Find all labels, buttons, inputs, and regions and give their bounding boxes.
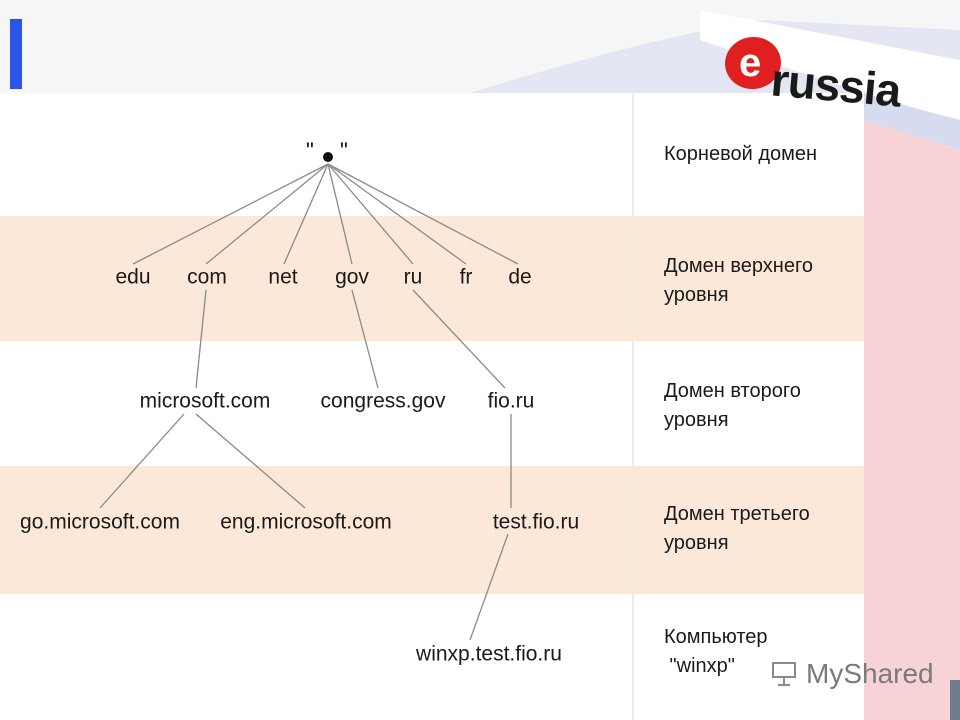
- root-quote-right: ": [340, 138, 348, 163]
- node-edu: edu: [115, 265, 151, 289]
- node-fio-ru: fio.ru: [487, 389, 535, 413]
- root-quote-left: ": [306, 138, 314, 163]
- node-go-microsoft-com: go.microsoft.com: [20, 510, 180, 534]
- node-fr: fr: [459, 265, 473, 289]
- node-com: com: [187, 265, 227, 289]
- node-congress-gov: congress.gov: [320, 389, 446, 413]
- band-third: [0, 466, 864, 594]
- watermark-text: MyShared: [806, 658, 934, 689]
- svg-text:e: e: [739, 41, 761, 85]
- watermark: MyShared: [770, 658, 934, 690]
- band-root: [0, 93, 864, 216]
- level-label-root: Корневой домен: [664, 143, 818, 165]
- accent-bar: [10, 19, 22, 89]
- level-label-second: Домен второго уровня: [664, 380, 801, 431]
- node-test-fio-ru: test.fio.ru: [492, 510, 580, 534]
- node-gov: gov: [335, 265, 369, 289]
- corner-decoration: [950, 680, 960, 720]
- presentation-icon: [772, 662, 796, 686]
- node-ru: ru: [403, 265, 423, 289]
- erussia-logo-icon: e: [725, 36, 781, 90]
- root-dot: [323, 152, 333, 162]
- level-label-computer: Компьютер "winxp": [664, 626, 768, 677]
- level-label-tld: Домен верхнего уровня: [664, 255, 813, 306]
- node-de: de: [508, 265, 532, 289]
- node-net: net: [268, 265, 298, 289]
- node-winxp-test-fio-ru: winxp.test.fio.ru: [416, 642, 562, 666]
- node-eng-microsoft-com: eng.microsoft.com: [220, 510, 392, 534]
- band-tld: [0, 216, 864, 341]
- band-computer: [0, 594, 864, 720]
- band-second: [0, 341, 864, 466]
- logo-text: russia: [768, 53, 903, 117]
- node-microsoft-com: microsoft.com: [139, 389, 271, 413]
- level-label-third: Домен третьего уровня: [664, 503, 810, 554]
- column-divider: [632, 93, 634, 720]
